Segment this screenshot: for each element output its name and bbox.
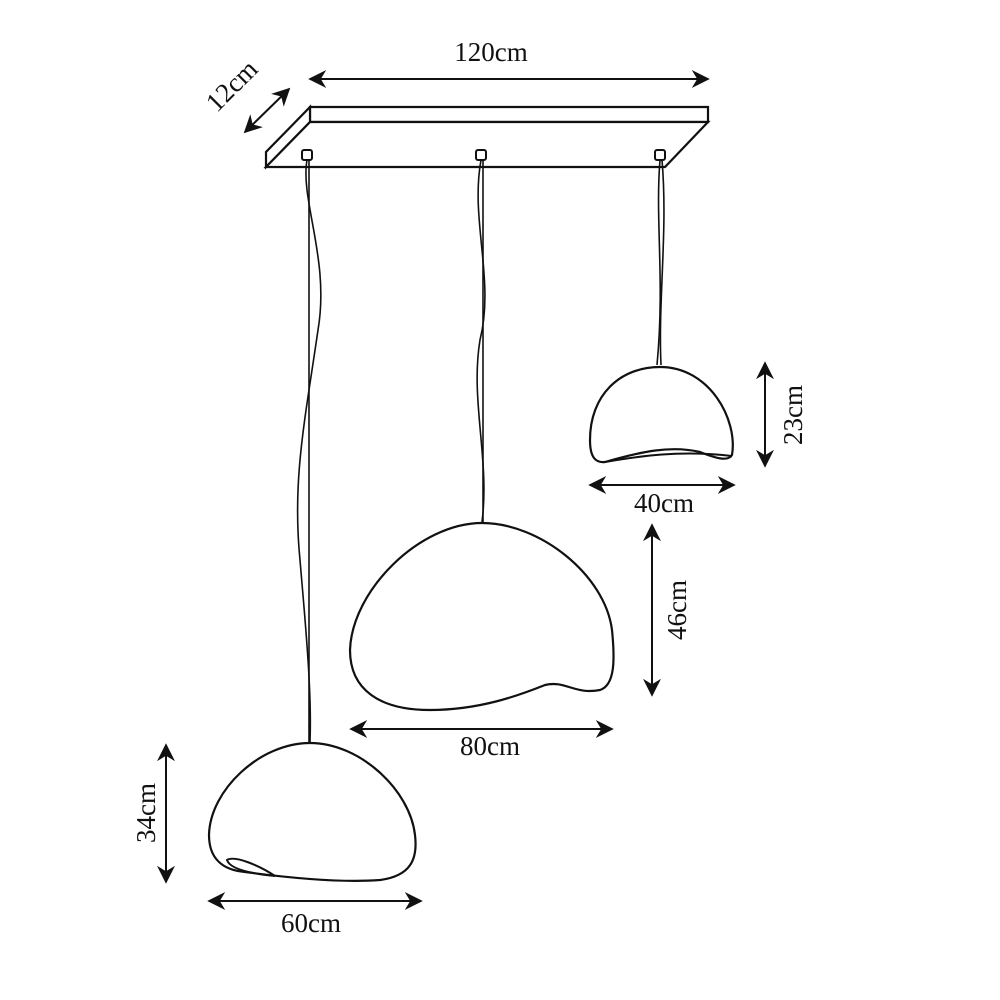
cords	[296, 159, 665, 743]
svg-text:40cm: 40cm	[634, 488, 694, 518]
pendant-large	[207, 741, 417, 882]
pendant-small-height-dimension: 23cm	[756, 361, 808, 468]
pendant-small	[588, 365, 734, 464]
svg-text:23cm: 23cm	[778, 385, 808, 445]
pendant-medium-width-dimension: 80cm	[349, 720, 614, 761]
svg-text:34cm: 34cm	[131, 783, 161, 843]
canopy-depth-label: 12cm	[200, 54, 264, 118]
canopy-length-label: 120cm	[454, 37, 528, 67]
pendant-medium-height-dimension: 46cm	[643, 523, 692, 697]
svg-text:46cm: 46cm	[662, 580, 692, 640]
canopy-length-dimension: 120cm	[308, 37, 710, 88]
pendant-large-width-dimension: 60cm	[207, 892, 423, 938]
svg-text:80cm: 80cm	[460, 731, 520, 761]
pendant-small-width-dimension: 40cm	[588, 476, 736, 518]
svg-text:60cm: 60cm	[281, 908, 341, 938]
pendant-medium	[348, 521, 615, 712]
canopy	[263, 104, 711, 170]
canopy-depth-dimension: 12cm	[200, 54, 291, 134]
pendant-large-height-dimension: 34cm	[131, 743, 175, 884]
